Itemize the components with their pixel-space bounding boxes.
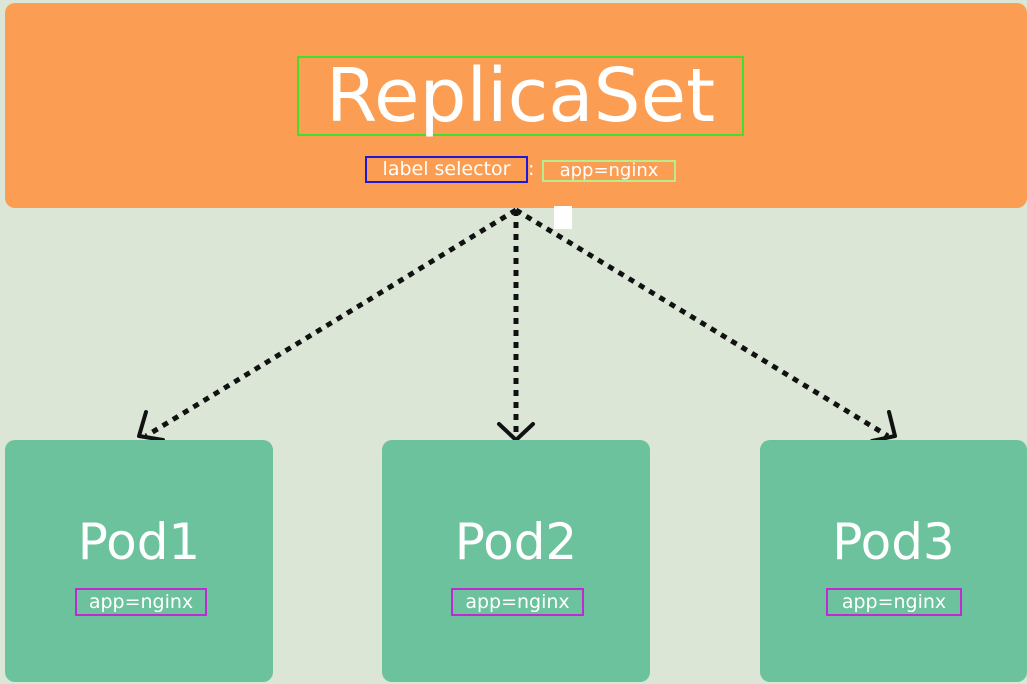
pod2-box: Pod2 app=nginx	[382, 440, 650, 682]
label-selector-value: app=nginx	[542, 160, 676, 182]
replicaset-box	[5, 3, 1027, 208]
pod1-title: Pod1	[77, 513, 201, 571]
replicaset-title: ReplicaSet	[297, 56, 744, 136]
arrowhead-pod3	[870, 410, 897, 443]
arrowhead-pod1	[137, 410, 165, 442]
pod3-label: app=nginx	[826, 588, 962, 616]
pod1-box: Pod1 app=nginx	[5, 440, 273, 682]
arrow-line-pod3	[514, 207, 890, 439]
pod2-title: Pod2	[454, 513, 578, 571]
arrow-line-pod1	[144, 207, 518, 439]
label-selector-label: label selector	[365, 156, 528, 183]
pod2-label: app=nginx	[451, 588, 584, 616]
pod3-title: Pod3	[832, 513, 955, 571]
label-selector-separator: :	[528, 158, 535, 180]
pod3-box: Pod3 app=nginx	[760, 440, 1027, 682]
pod1-label: app=nginx	[75, 588, 207, 616]
white-marker	[554, 206, 572, 229]
